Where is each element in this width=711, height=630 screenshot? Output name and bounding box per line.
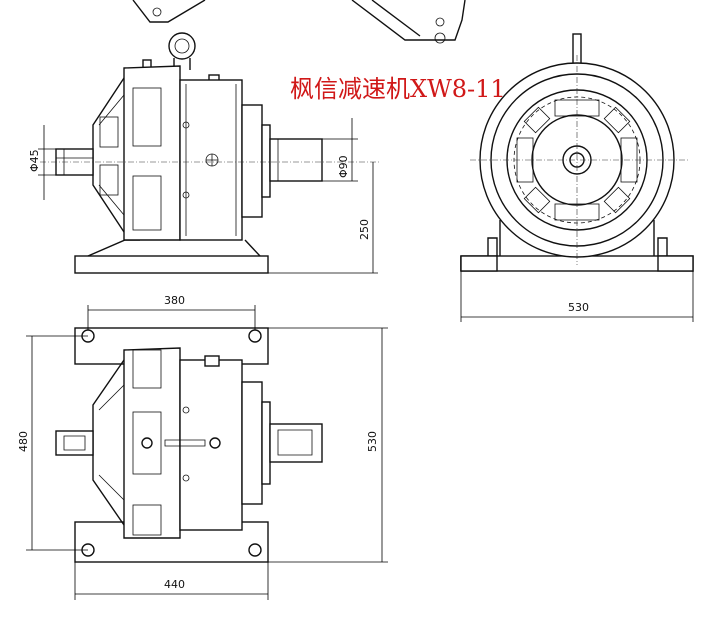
side-view: [40, 32, 380, 274]
side-view-dimensions: Φ45 Φ90 250: [28, 118, 378, 274]
shaft-small-dia-label: Φ45: [28, 149, 41, 172]
base-width-label: 440: [164, 578, 185, 591]
front-width-label: 530: [568, 301, 589, 314]
shaft-large-dia-label: Φ90: [337, 155, 350, 178]
partial-view-top: [132, 0, 466, 44]
front-view-dimensions: 530: [460, 271, 694, 322]
drawing-title: 枫信减速机XW8-11: [290, 75, 506, 103]
plan-view: [55, 327, 323, 563]
plan-length-label: 530: [366, 431, 379, 452]
center-height-label: 250: [358, 219, 371, 240]
top-foot-span-label: 380: [164, 294, 185, 307]
front-view: [460, 33, 694, 272]
plan-view-dimensions: 380 480 530 440: [17, 294, 388, 600]
plan-depth-label: 480: [17, 431, 30, 452]
